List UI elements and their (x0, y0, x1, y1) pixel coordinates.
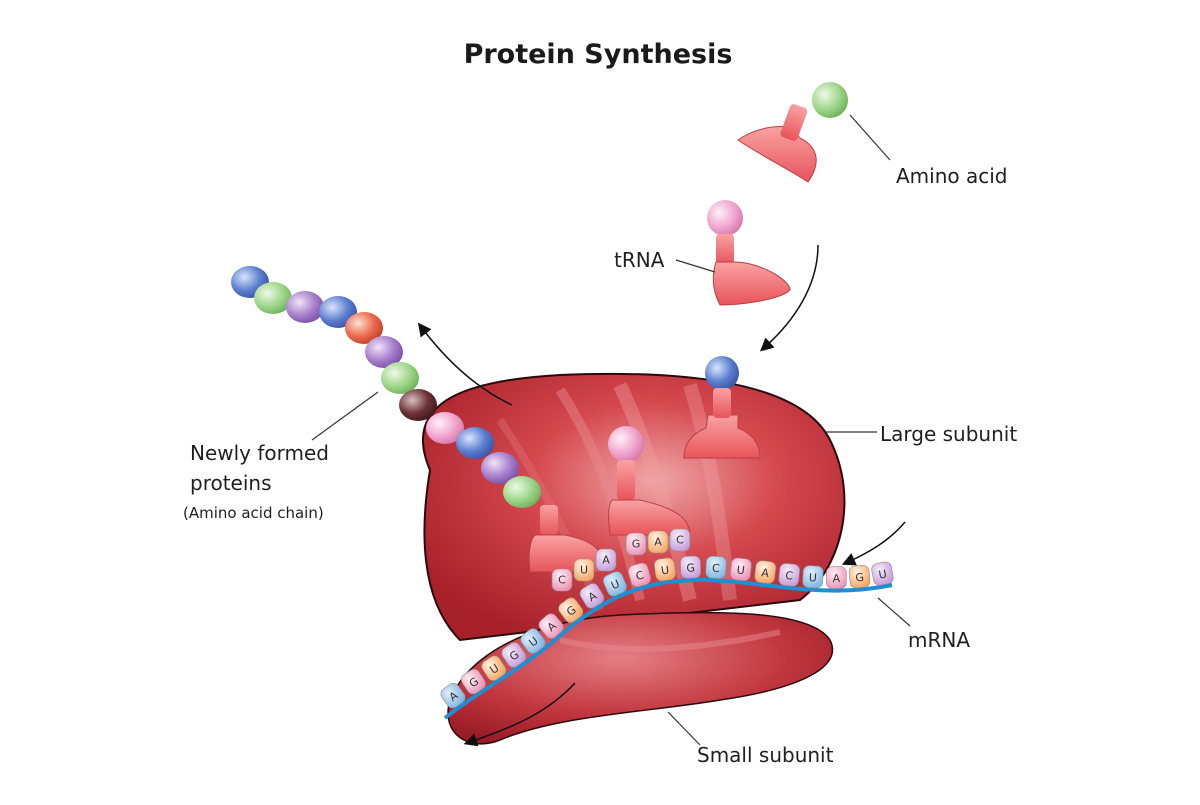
amino-acid-bead (456, 427, 494, 459)
anticodon-base: A (595, 548, 617, 572)
anticodon-base: C (669, 528, 691, 552)
amino-acid-bead (426, 412, 464, 444)
mrna-base: A (826, 566, 847, 589)
mrna-base: A (440, 682, 466, 709)
mrna-base: G (501, 642, 527, 668)
page-title: Protein Synthesis (464, 39, 733, 70)
amino-acid-bead (481, 452, 519, 484)
mrna-base-letter: C (712, 562, 721, 575)
amino-acid-bead (812, 82, 848, 118)
trna-free-top (737, 82, 848, 183)
mrna-base-letter: U (808, 571, 817, 584)
leader-newly-formed (311, 391, 379, 441)
mrna-base-letter: G (686, 562, 695, 575)
label-large-subunit: Large subunit (880, 422, 1017, 446)
mrna-base: U (520, 628, 546, 654)
anticodon-base: U (573, 558, 595, 582)
mrna-base-letter: C (785, 569, 794, 583)
anticodon-letter: G (632, 538, 641, 551)
mrna-base-letter: G (855, 571, 865, 585)
mrna-base-letter: U (660, 563, 670, 577)
anticodon-letter: C (558, 574, 566, 587)
mrna-base-letter: U (878, 567, 888, 581)
amino-acid-chain (231, 266, 541, 508)
label-trna: tRNA (614, 248, 665, 272)
anticodon-base: A (647, 530, 669, 554)
mrna-base: C (705, 555, 727, 579)
amino-acid-bead (503, 476, 541, 508)
mrna-base: A (579, 583, 605, 609)
mrna-base-letter: A (761, 566, 770, 580)
label-newly-formed-2: proteins (190, 471, 272, 495)
anticodon-letter: A (602, 554, 610, 567)
amino-acid-bead (319, 296, 357, 328)
trna-right-in-ribosome (683, 356, 761, 459)
amino-acid-bead (705, 356, 739, 390)
amino-acid-bead (381, 362, 419, 394)
arrow-trna-in (759, 244, 819, 352)
amino-acid-bead (365, 336, 403, 368)
mrna-base: G (680, 555, 702, 579)
anticodon-letter: A (654, 536, 662, 549)
mrna-base-letter: U (736, 563, 745, 577)
label-amino-acid-chain: (Amino acid chain) (183, 504, 324, 522)
amino-acid-bead (399, 389, 437, 421)
mrna-base-letter: A (833, 572, 841, 585)
mrna-base: U (653, 557, 676, 582)
arrow-chain-out (417, 322, 513, 406)
mrna-base: U (602, 571, 627, 597)
anticodon-base: C (551, 568, 573, 592)
mrna-base: G (558, 597, 584, 623)
arrow-mrna-in (841, 521, 906, 566)
mrna-base: G (848, 564, 871, 589)
amino-acid-bead (345, 312, 383, 344)
arrow-mrna-out (463, 682, 576, 747)
anticodon-left: C U A (551, 548, 617, 592)
mrna-base: U (481, 655, 507, 681)
anticodon-base: G (625, 532, 647, 556)
mrna-base: U (802, 565, 824, 589)
label-small-subunit: Small subunit (697, 743, 834, 767)
mrna-base: C (627, 562, 652, 588)
mrna-base: C (778, 563, 801, 587)
leader-mrna (877, 597, 911, 627)
label-newly-formed-1: Newly formed (190, 441, 329, 465)
mrna-base: A (754, 560, 777, 584)
amino-acid-bead (254, 282, 292, 314)
anticodon-letter: U (580, 564, 588, 577)
mrna-base: A (538, 613, 564, 639)
amino-acid-bead (608, 426, 644, 462)
trna-free-middle (707, 200, 791, 306)
leader-small-subunit (667, 711, 701, 746)
leader-amino-acid (849, 114, 891, 161)
leader-trna (675, 259, 716, 273)
label-amino-acid: Amino acid (896, 164, 1008, 188)
amino-acid-bead (707, 200, 743, 236)
mrna-base: G (461, 668, 486, 695)
trna-middle (608, 426, 691, 536)
mrna-base-letter: C (634, 568, 645, 583)
mrna-base: U (730, 557, 752, 582)
amino-acid-bead (286, 291, 324, 323)
anticodon-letter: C (676, 534, 684, 547)
mrna-base: U (871, 561, 894, 586)
label-mrna: mRNA (908, 628, 970, 652)
